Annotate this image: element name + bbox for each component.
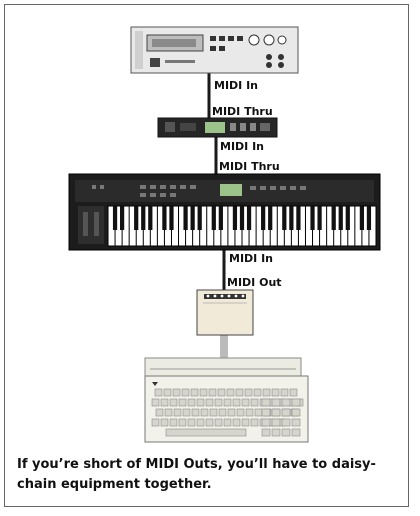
midi-interface xyxy=(196,289,254,336)
black-keys xyxy=(112,206,372,230)
midi-daisy-chain-diagram: MIDI In MIDI Thru MIDI In MIDI Thru MIDI… xyxy=(68,26,381,443)
label-interface-midi-out: MIDI Out xyxy=(227,276,282,289)
cable-labels: MIDI In MIDI Thru MIDI In MIDI Thru MIDI… xyxy=(212,79,282,289)
sound-module xyxy=(130,26,299,74)
label-expander-midi-in: MIDI In xyxy=(220,140,264,153)
midi-expander xyxy=(157,117,278,138)
label-expander-midi-thru: MIDI Thru xyxy=(212,105,273,118)
computer xyxy=(144,357,309,443)
midi-cables xyxy=(207,73,228,358)
label-module-midi-in: MIDI In xyxy=(214,79,258,92)
label-keyboard-midi-thru: MIDI Thru xyxy=(219,160,280,173)
figure-caption: If you’re short of MIDI Outs, you’ll hav… xyxy=(17,457,376,492)
computer-keyboard-keys xyxy=(151,388,304,437)
label-keyboard-midi-in: MIDI In xyxy=(229,252,273,265)
keyboard-synthesizer xyxy=(68,173,381,251)
